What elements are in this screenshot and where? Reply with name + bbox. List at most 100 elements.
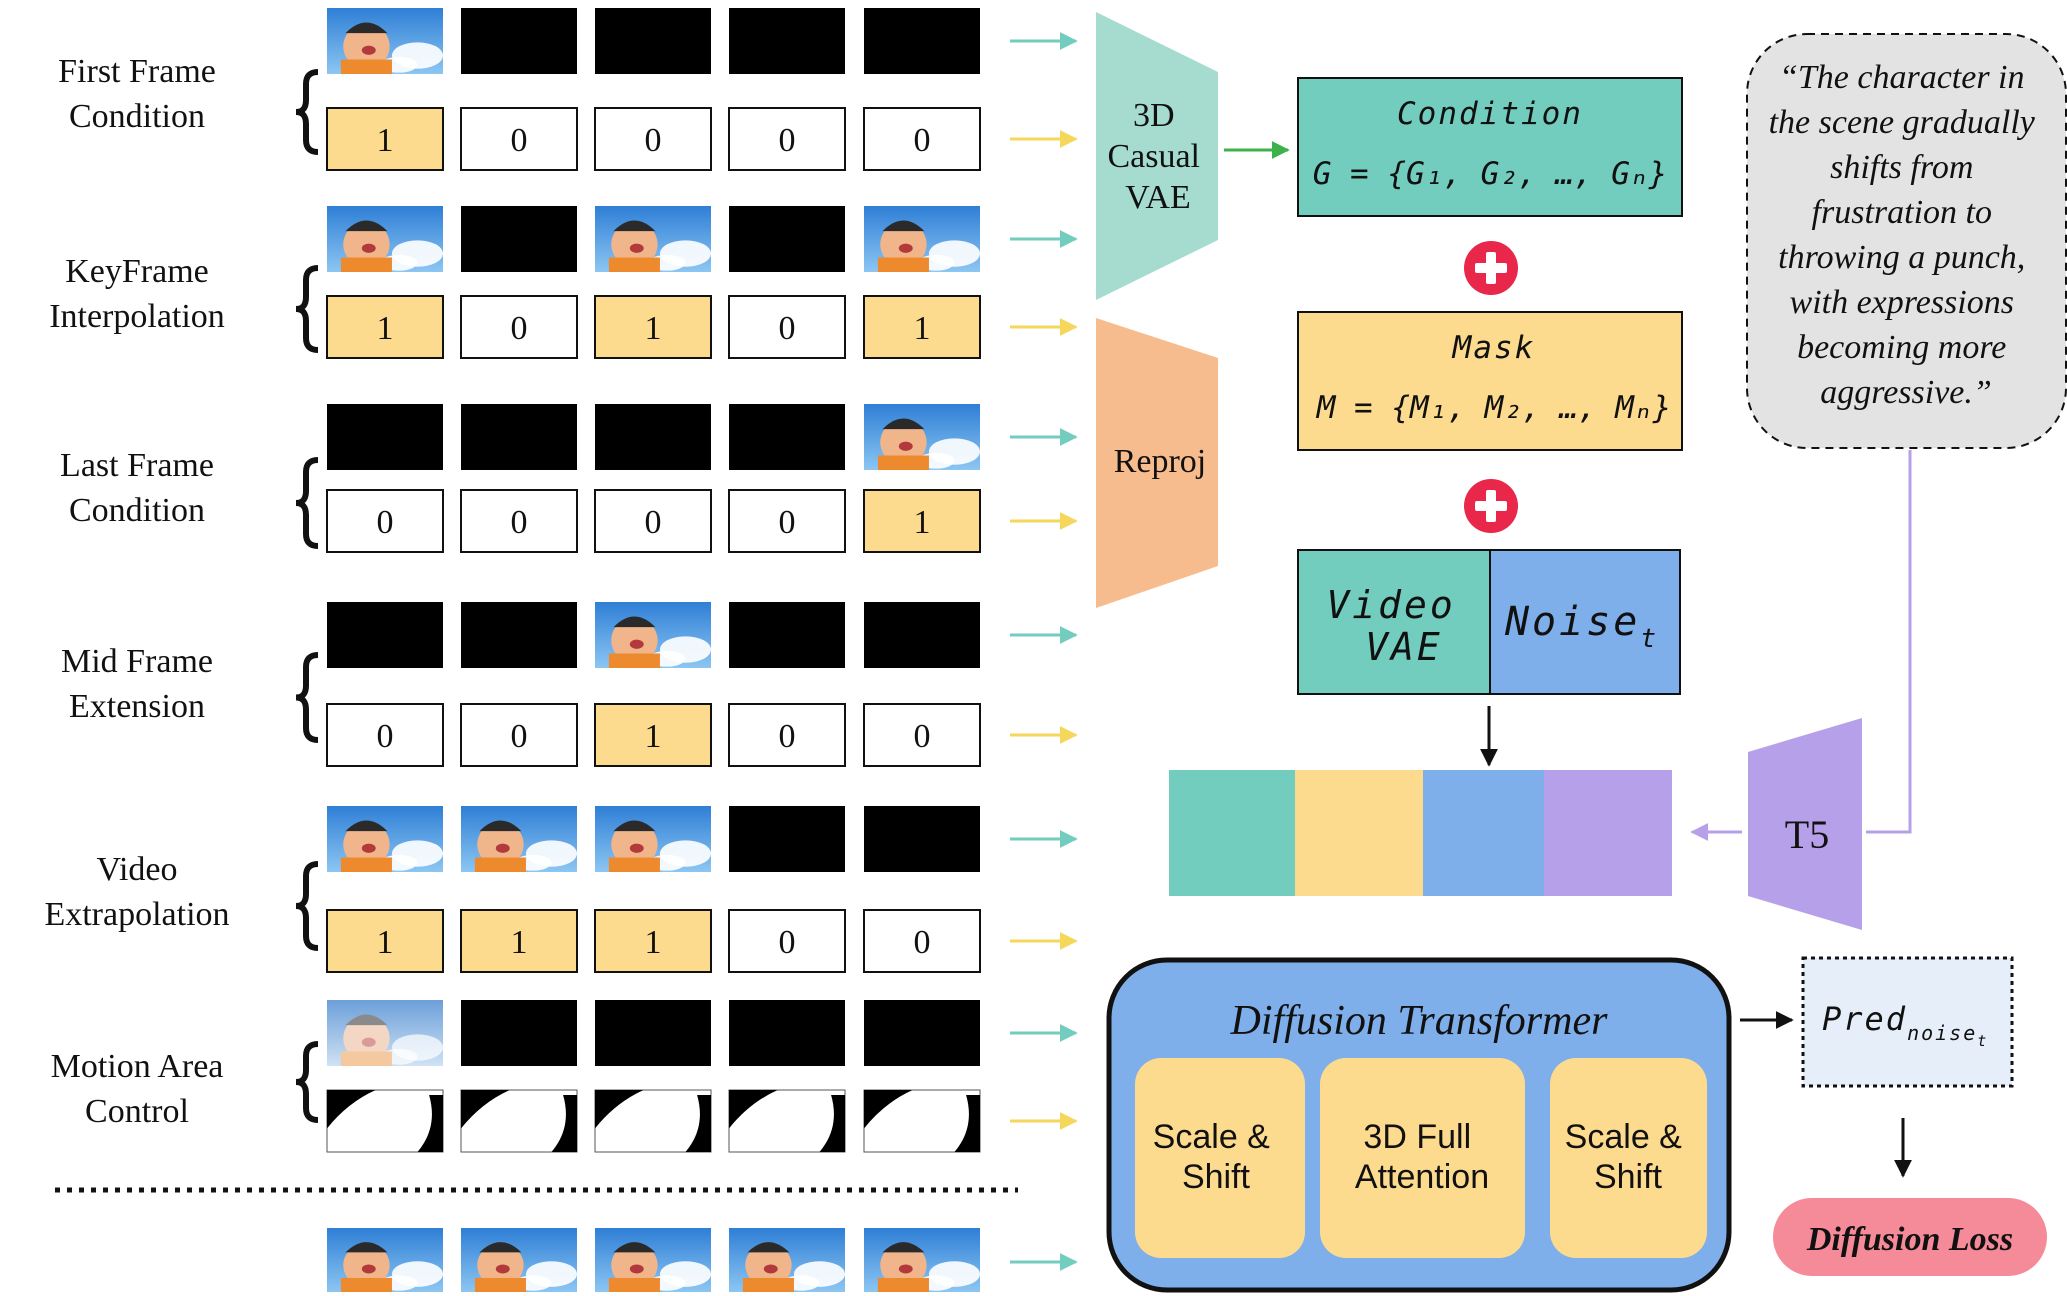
masked-frame xyxy=(864,806,980,872)
motion-mask xyxy=(460,1089,578,1153)
mask-value: 0 xyxy=(511,310,528,347)
mask-value: 0 xyxy=(645,122,662,159)
frame-character-hair xyxy=(613,616,656,628)
mask-value: 0 xyxy=(511,718,528,755)
frame-character-hair xyxy=(747,1242,790,1253)
diffusion-loss-label: Diffusion Loss xyxy=(1806,1221,2013,1258)
motion-mask xyxy=(863,1089,981,1153)
frame-character-mouth xyxy=(629,843,644,853)
masked-frame xyxy=(729,404,845,470)
frame-character-shirt xyxy=(340,257,392,272)
mask-cell xyxy=(863,703,981,767)
mask-value: 0 xyxy=(779,310,796,347)
frame-character-mouth xyxy=(898,243,913,253)
mask-value: 1 xyxy=(377,122,394,159)
brace-icon xyxy=(295,861,319,951)
frame-character-hair xyxy=(882,418,925,430)
pred-noise-box xyxy=(1801,956,2014,1088)
masked-frame xyxy=(461,206,577,272)
t5-label: T5 xyxy=(1785,812,1829,857)
diffusion-transformer-title: Diffusion Transformer xyxy=(1230,998,1609,1044)
frame-character-hair xyxy=(345,1242,388,1253)
mask-cell xyxy=(594,295,712,359)
mask-value: 0 xyxy=(377,718,394,755)
frame-character-shirt xyxy=(340,1277,392,1292)
frame-character-hair xyxy=(882,1242,925,1253)
mask-cell xyxy=(728,703,846,767)
pred-noise-label: Prednoiset xyxy=(1822,1000,1988,1050)
mask-cell xyxy=(460,295,578,359)
frame-character-hair xyxy=(345,220,388,232)
condition-box xyxy=(1297,77,1683,217)
frame-character-hair xyxy=(613,820,656,832)
frame-thumbnail xyxy=(327,806,444,872)
masked-frame xyxy=(595,8,711,74)
mask-cell xyxy=(728,295,846,359)
reproj-label: Reproj xyxy=(1114,443,1207,480)
frame-character-mouth xyxy=(763,1264,778,1274)
frame-character-shirt xyxy=(877,455,929,470)
mask-value: 1 xyxy=(645,924,662,961)
mask-value: 1 xyxy=(914,504,931,541)
reproj-shape xyxy=(1096,318,1218,608)
frame-thumbnail xyxy=(327,1228,444,1292)
frame-thumbnail xyxy=(864,206,980,272)
masked-frame xyxy=(864,602,980,668)
masked-frame xyxy=(729,8,845,74)
motion-mask-region xyxy=(595,1090,644,1129)
motion-mask-region xyxy=(864,1090,913,1129)
mask-cell xyxy=(728,107,846,171)
mask-cell xyxy=(326,489,444,553)
brace-icon xyxy=(295,265,319,353)
mask-cell xyxy=(863,909,981,973)
frame-character-hair xyxy=(479,1242,522,1253)
frame-character-shirt xyxy=(474,1277,526,1292)
masked-frame xyxy=(461,1000,577,1066)
masked-frame xyxy=(461,602,577,668)
frame-thumbnail xyxy=(461,1228,577,1292)
scale-shift-block-2 xyxy=(1550,1058,1707,1258)
token-mask xyxy=(1295,770,1423,896)
mask-cell xyxy=(326,107,444,171)
mask-cell xyxy=(594,107,712,171)
frame-character-hair xyxy=(882,220,925,232)
motion-mask-region xyxy=(685,1094,711,1152)
mask-value: 1 xyxy=(645,718,662,755)
masked-frame xyxy=(864,8,980,74)
motion-mask-region xyxy=(551,1094,577,1152)
frame-thumbnail xyxy=(327,8,444,74)
motion-mask-region xyxy=(417,1094,443,1152)
mask-value: 0 xyxy=(511,504,528,541)
mask-value: 0 xyxy=(914,718,931,755)
masked-frame xyxy=(595,1000,711,1066)
frame-character-shirt xyxy=(340,1051,392,1066)
frame-thumbnail xyxy=(864,404,980,470)
mask-cell xyxy=(460,107,578,171)
mask-cell xyxy=(460,909,578,973)
mask-cell xyxy=(594,909,712,973)
mask-cell xyxy=(326,909,444,973)
frame-character-hair xyxy=(613,1242,656,1253)
mask-value: 0 xyxy=(779,718,796,755)
noise-box xyxy=(1489,549,1681,695)
frame-character-mouth xyxy=(629,1264,644,1274)
frame-character-shirt xyxy=(608,653,660,668)
mask-cell xyxy=(460,703,578,767)
frame-character-hair xyxy=(613,220,656,232)
frame-character-mouth xyxy=(495,843,510,853)
frame-character-shirt xyxy=(608,857,660,872)
frame-thumbnail xyxy=(595,1228,711,1292)
frame-thumbnail xyxy=(327,206,444,272)
frame-character-shirt xyxy=(877,257,929,272)
frame-character-mouth xyxy=(361,1037,376,1047)
frame-character-mouth xyxy=(629,639,644,649)
mask-cell xyxy=(594,489,712,553)
prompt-bubble xyxy=(1746,33,2067,449)
frame-thumbnail xyxy=(729,1228,845,1292)
mask-value: 0 xyxy=(914,122,931,159)
